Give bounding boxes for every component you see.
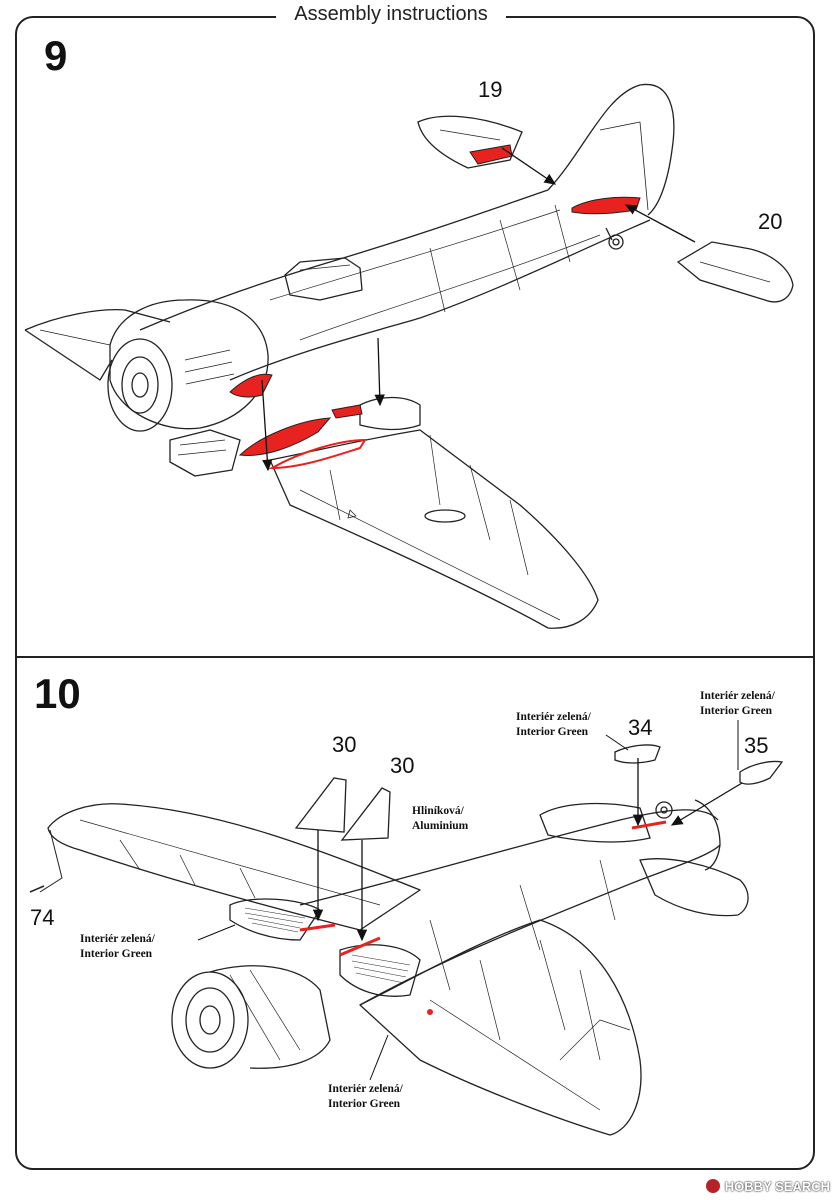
step-number-9: 9 <box>44 32 68 79</box>
paint-note-line: Interiér zelená/ <box>328 1083 403 1095</box>
paint-note-line: Interiér zelená/ <box>516 711 591 723</box>
step9-glue-areas <box>229 144 641 470</box>
step-divider <box>15 656 815 658</box>
paint-note-line: Interior Green <box>80 948 153 960</box>
paint-note-interior-green-34: Interiér zelená/ Interior Green <box>516 710 591 740</box>
part-30-door-b <box>340 787 391 841</box>
part-20-stabiliser <box>676 241 794 303</box>
part-34-door <box>614 744 661 764</box>
paint-note-line: Interiér zelená/ <box>80 933 155 945</box>
watermark-logo-icon <box>704 1178 721 1194</box>
paint-note-line: Interior Green <box>700 705 773 717</box>
step9-arrows <box>261 147 696 472</box>
paint-note-aluminium: Hliníková/ Aluminium <box>412 804 468 834</box>
paint-note-line: Interiér zelená/ <box>700 690 775 702</box>
part-label-35: 35 <box>744 733 769 758</box>
step10-arrows <box>312 758 743 942</box>
part-label-74: 74 <box>30 905 55 930</box>
part-label-19: 19 <box>478 77 503 102</box>
paint-note-line: Interior Green <box>516 726 589 738</box>
watermark-text: HOBBY SEARCH <box>724 1178 830 1194</box>
step10-leader-lines <box>197 720 739 1081</box>
paint-note-interior-green-well-a: Interiér zelená/ Interior Green <box>80 932 155 962</box>
step10-aircraft <box>29 799 749 1136</box>
paint-note-line: Hliníková/ <box>412 805 464 817</box>
step9-aircraft <box>24 83 675 629</box>
step10-glue-areas <box>299 820 667 1015</box>
paint-note-line: Aluminium <box>412 820 469 832</box>
step-number-10: 10 <box>34 670 81 717</box>
part-30-door-a <box>294 777 347 833</box>
paint-note-interior-green-35: Interiér zelená/ Interior Green <box>700 689 775 719</box>
part-19-stabiliser <box>417 115 523 169</box>
part-label-30a: 30 <box>332 732 357 757</box>
part-label-20: 20 <box>758 209 783 234</box>
page-title: Assembly instructions <box>276 2 506 26</box>
watermark: HOBBY SEARCH <box>704 1176 830 1196</box>
part-label-34: 34 <box>628 715 653 740</box>
paint-note-line: Interior Green <box>328 1098 401 1110</box>
part-label-30b: 30 <box>390 753 415 778</box>
paint-note-interior-green-well-b: Interiér zelená/ Interior Green <box>328 1082 403 1112</box>
part-35-door <box>739 760 784 785</box>
